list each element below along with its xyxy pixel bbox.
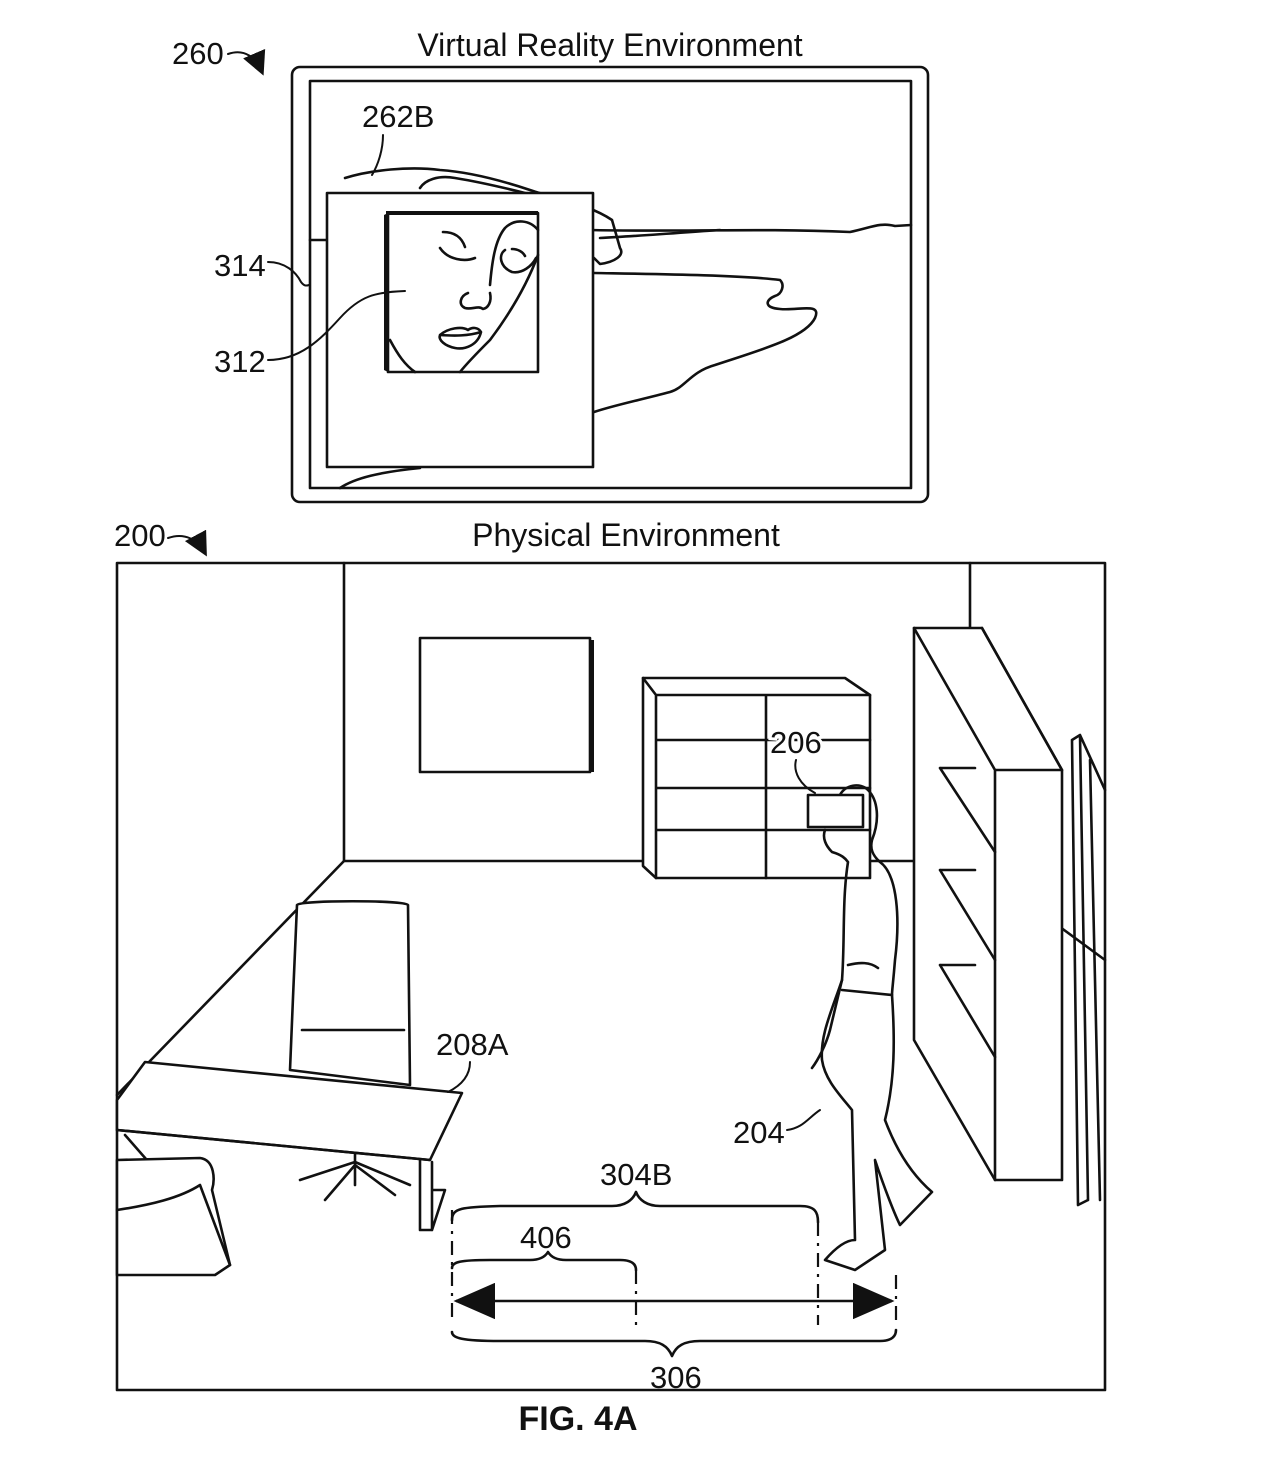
ref-208a-leader (447, 1061, 471, 1093)
brace-406 (450, 1250, 638, 1272)
sofa-cushion (115, 1183, 232, 1267)
user-person (810, 784, 934, 1272)
face-image (386, 211, 540, 374)
face-nose (459, 291, 492, 311)
sand-curve (338, 466, 422, 490)
ref-206-label: 206 (770, 725, 822, 760)
ref-304b-label: 304B (600, 1157, 672, 1192)
ref-260-label: 260 (172, 36, 224, 71)
ref-204-leader (786, 1109, 821, 1131)
left-floor-edge (115, 859, 346, 1097)
physical-panel-title: Physical Environment (472, 517, 780, 553)
door (1070, 733, 1107, 1207)
ref-406-label: 406 (520, 1220, 572, 1255)
ref-312-label: 312 (214, 344, 266, 379)
vr-environment-panel: Virtual Reality Environment 260 262B 314 (172, 27, 930, 504)
shore-line (598, 228, 722, 240)
vr-panel-title: Virtual Reality Environment (417, 27, 802, 63)
brace-306 (450, 1328, 898, 1358)
face-jaw-line (388, 338, 417, 374)
bookshelf (912, 626, 1064, 1182)
face-hairline (488, 220, 540, 287)
face-cheek-line (458, 253, 540, 374)
ref-200-label: 200 (114, 518, 166, 553)
beach-outline (592, 271, 818, 414)
wall-picture (418, 636, 592, 774)
ref-208a-label: 208A (436, 1027, 509, 1062)
ref-306-label: 306 (650, 1360, 702, 1395)
face-lips (438, 326, 483, 350)
ref-314-leader (267, 261, 310, 287)
face-eye-left (438, 230, 477, 262)
figure-label: FIG. 4A (518, 1400, 637, 1438)
physical-environment-panel: Physical Environment 200 206 (114, 517, 1107, 1395)
vr-display-frame (290, 65, 930, 504)
ref-314-label: 314 (214, 248, 266, 283)
ref-260-arrow-icon (227, 48, 266, 76)
virtual-hand (343, 167, 623, 266)
hand-finger (418, 175, 527, 195)
vr-display-screen (308, 79, 913, 490)
ref-206-leader (794, 759, 816, 794)
vr-headset (806, 793, 865, 829)
room-frame (115, 561, 1107, 1392)
brace-304b (450, 1190, 820, 1224)
ref-262b-leader (371, 134, 384, 176)
ref-262b-label: 262B (362, 99, 434, 134)
face-eye-right (499, 247, 538, 274)
desk (115, 1060, 464, 1232)
storage-cabinet (641, 676, 872, 880)
ref-200-arrow-icon (167, 529, 207, 557)
ref-204-label: 204 (733, 1115, 785, 1150)
office-chair (288, 899, 412, 1202)
ref-312-leader (267, 290, 406, 361)
